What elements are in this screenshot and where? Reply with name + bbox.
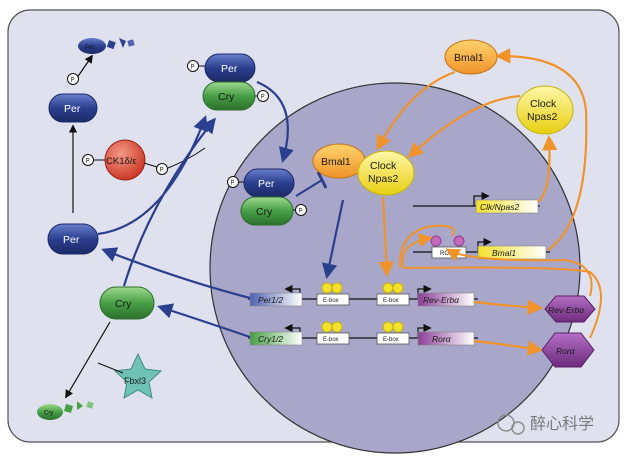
svg-text:醉心科学: 醉心科学 xyxy=(530,415,594,433)
svg-text:E-box: E-box xyxy=(323,337,339,343)
svg-text:Rev-Erbα: Rev-Erbα xyxy=(548,305,585,315)
svg-text:Bmal1: Bmal1 xyxy=(454,52,484,64)
cry-cytoplasm: Cry xyxy=(99,286,155,320)
rora-feedback-arrow xyxy=(401,233,602,339)
svg-text:P: P xyxy=(160,168,164,174)
arrow-activate-per-cry-genes xyxy=(322,199,345,280)
svg-text:Per: Per xyxy=(221,63,238,75)
svg-text:Per: Per xyxy=(258,178,275,190)
svg-text:Clk/Npas2: Clk/Npas2 xyxy=(480,202,519,212)
svg-text:P: P xyxy=(191,65,195,71)
rora-protein: Rorα xyxy=(541,332,595,368)
per-degraded-label: Per xyxy=(85,45,94,51)
per-cytoplasm: Per xyxy=(47,223,99,255)
bmal1-clock-complex-nucleus: Bmal1 Clock Npas2 xyxy=(312,143,415,196)
svg-text:Per: Per xyxy=(63,234,80,246)
svg-text:E-box: E-box xyxy=(383,298,399,304)
svg-text:P: P xyxy=(299,209,303,215)
svg-text:Cry1/2: Cry1/2 xyxy=(258,334,283,344)
svg-text:Rorα: Rorα xyxy=(432,334,452,344)
svg-text:Clock: Clock xyxy=(370,160,397,172)
arrow-clock-nuclear-entry xyxy=(407,94,521,159)
arrow-bmal1-nuclear-entry xyxy=(376,70,456,151)
phosphate-kinase-left: P xyxy=(82,154,94,166)
svg-text:Bmal1: Bmal1 xyxy=(321,156,351,168)
inhibition-bar xyxy=(316,171,328,189)
arrow-complex-nuclear-entry xyxy=(256,80,294,163)
inhibition-line xyxy=(295,179,323,197)
fbxl3-star: Fbxl3 xyxy=(113,352,163,399)
svg-text:E-box: E-box xyxy=(323,298,339,304)
arrow-clk-translation xyxy=(537,134,558,203)
gene-cry12: Cry1/2 E-box xyxy=(248,321,370,346)
per-cry-complex-cytoplasm: P Per Cry P xyxy=(187,53,269,111)
svg-text:Per1/2: Per1/2 xyxy=(258,295,283,305)
arrow-bmal1-translation xyxy=(494,48,588,251)
svg-text:CK1δ/ε: CK1δ/ε xyxy=(106,156,137,167)
svg-text:Per: Per xyxy=(64,103,81,115)
phosphate-per-left: P xyxy=(67,73,79,85)
gene-clk-npas2: Clk/Npas2 xyxy=(413,191,540,214)
rore-loop xyxy=(398,224,455,269)
gene-per12: Per1/2 E-box xyxy=(248,282,370,307)
svg-text:Npas2: Npas2 xyxy=(527,111,558,123)
clock-npas2-cytoplasm: Clock Npas2 xyxy=(516,85,574,135)
phosphate-kinase-right: P xyxy=(156,163,168,175)
arrow-per-export xyxy=(101,247,251,300)
svg-text:P: P xyxy=(261,95,265,101)
per-cry-complex-nucleus: P Per Cry P xyxy=(227,168,307,226)
per-phosphorylated: Per xyxy=(48,93,98,123)
per-degraded-fragments: Per xyxy=(78,38,135,54)
svg-text:Rev-Erbα: Rev-Erbα xyxy=(423,295,460,305)
kinase-ck1: CK1δ/ε xyxy=(104,139,146,181)
svg-text:P: P xyxy=(86,159,90,165)
svg-text:P: P xyxy=(71,78,75,84)
arrow-rev-erba-translation xyxy=(473,299,544,315)
bmal1-cytoplasm: Bmal1 xyxy=(444,39,498,75)
svg-text:Cry: Cry xyxy=(256,206,273,218)
gene-rev-erba: E-box Rev-Erbα xyxy=(370,282,478,307)
arrow-per-to-complex xyxy=(97,115,208,236)
svg-text:Bmal1: Bmal1 xyxy=(492,248,516,258)
rev-erba-protein: Rev-Erbα xyxy=(544,295,596,323)
degradation-arrow-cry xyxy=(65,321,111,399)
svg-text:Cry: Cry xyxy=(44,411,53,417)
nucleus xyxy=(209,82,581,454)
gene-rora: E-box Rorα xyxy=(370,321,478,346)
watermark: 醉心科学 xyxy=(497,414,594,435)
svg-text:Npas2: Npas2 xyxy=(368,173,399,185)
cry-degraded-fragments: Cry xyxy=(37,401,94,420)
arrow-activate-rev-erb-ror-genes xyxy=(378,196,395,278)
svg-text:Cry: Cry xyxy=(115,298,132,310)
svg-text:E-box: E-box xyxy=(383,337,399,343)
arrow-cry-to-complex xyxy=(122,117,216,287)
rev-erba-feedback-arrow xyxy=(445,248,593,297)
svg-text:Cry: Cry xyxy=(218,91,235,103)
svg-text:Rorα: Rorα xyxy=(556,346,576,356)
svg-text:P: P xyxy=(231,181,235,187)
arrow-rora-translation xyxy=(473,339,544,356)
arrow-cry-export xyxy=(157,303,251,339)
svg-text:Clock: Clock xyxy=(530,98,557,110)
svg-text:Fbxl3: Fbxl3 xyxy=(124,376,146,386)
